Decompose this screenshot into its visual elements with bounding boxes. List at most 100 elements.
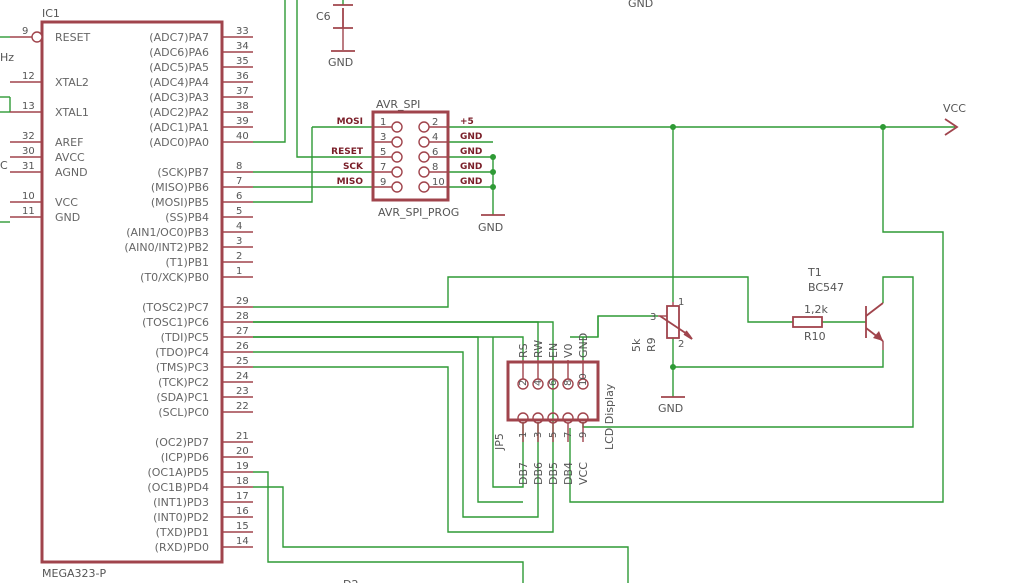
ic1-right-pin-number: 7: [236, 176, 242, 187]
jp5-top-num: 4: [533, 380, 544, 386]
ic1-right-pin-label: (ADC2)PA2: [149, 106, 209, 119]
spi-net-label: GND: [460, 177, 482, 187]
jp5-top-num: 8: [563, 380, 574, 386]
jp5-bottom-num: 5: [548, 432, 559, 438]
r9-pin3: 3: [650, 312, 656, 323]
ic1-left-pin-number: 31: [22, 161, 35, 172]
jp5-top-label: EN: [547, 343, 560, 358]
cut-label-d2: D2: [343, 578, 358, 583]
ic1-right-pin-number: 37: [236, 86, 249, 97]
ic1-right-pin-number: 27: [236, 326, 249, 337]
jp5-bottom-label: DB5: [547, 462, 560, 485]
ic1-right-pin-label: (TDI)PC5: [161, 331, 209, 344]
vcc-label: VCC: [943, 102, 966, 115]
spi-pin-number: 10: [432, 177, 445, 188]
ic1-right-pin-number: 20: [236, 446, 249, 457]
ic1-right-pin-label: (AIN1/OC0)PB3: [126, 226, 209, 239]
avr-spi-header: AVR_SPI AVR_SPI_PROG 1MOSI35RESET7SCK9MI…: [331, 98, 505, 234]
spi-net-label: GND: [460, 147, 482, 157]
spi-pin-number: 5: [380, 147, 386, 158]
spi-pin-number: 2: [432, 117, 438, 128]
jp5-bottom-num: 9: [578, 432, 589, 438]
ic1-right-pin-label: (SCL)PC0: [158, 406, 209, 419]
r9-name: R9: [645, 337, 658, 352]
spi-pin-number: 1: [380, 117, 386, 128]
spi-pad: [418, 136, 430, 148]
ic1-left-pin-number: 30: [22, 146, 35, 157]
ic1-body: [40, 20, 224, 564]
ic1-right-pin-label: (TDO)PC4: [155, 346, 209, 359]
ic1-right-pin-label: (T0/XCK)PB0: [140, 271, 209, 284]
jp5-top-num: 6: [548, 380, 559, 386]
jp5-top-num: 2: [518, 380, 529, 386]
ic1-right-pin-label: (ADC7)PA7: [149, 31, 209, 44]
spi-net-label: RESET: [331, 147, 364, 157]
ic1-right-pin-label: (INT0)PD2: [153, 511, 209, 524]
ic1-right-pin-label: (ADC0)PA0: [149, 136, 209, 149]
r9-gnd: GND: [658, 402, 683, 415]
spi-pin-number: 3: [380, 132, 386, 143]
ic1-right-pin-label: (MISO)PB6: [151, 181, 209, 194]
avr-spi-body: [371, 110, 450, 202]
ic1-right-pin-number: 26: [236, 341, 249, 352]
ic1-left-pin-label: XTAL1: [55, 106, 89, 119]
jp5-bottom-label: DB4: [562, 462, 575, 485]
ic1-right-pins: 33(ADC7)PA734(ADC6)PA635(ADC5)PA536(ADC4…: [124, 26, 253, 554]
vcc-supply: VCC: [670, 102, 966, 136]
ic1-right-pin-label: (MOSI)PB5: [151, 196, 209, 209]
ic1-right-pin-label: (SCK)PB7: [157, 166, 209, 179]
ic1-right-pin-number: 34: [236, 41, 249, 52]
ic1-right-pin-number: 2: [236, 251, 242, 262]
spi-pin-number: 8: [432, 162, 438, 173]
ic1-right-pin-number: 6: [236, 191, 242, 202]
potentiometer-r9: 1 2 3 5k R9 GND: [630, 297, 693, 415]
jp5-bottom-label: DB6: [532, 462, 545, 485]
spi-net-label: GND: [460, 162, 482, 172]
ic1-right-pin-number: 14: [236, 536, 249, 547]
junction-dot: [490, 154, 496, 160]
ic1-right-pin-number: 25: [236, 356, 249, 367]
jp5-bottom-label: VCC: [577, 462, 590, 485]
junction-dot: [880, 124, 886, 130]
avr-spi-gnd: GND: [478, 221, 503, 234]
spi-net-label: GND: [460, 132, 482, 142]
spi-pad: [418, 151, 430, 163]
jp5-top-label: V0: [562, 343, 575, 358]
ic1-right-pin-number: 40: [236, 131, 249, 142]
ic1-left-pin-number: 13: [22, 101, 35, 112]
ic1-right-pin-number: 1: [236, 266, 242, 277]
c6-name: C6: [316, 10, 331, 23]
ic1-right-pin-label: (ADC1)PA1: [149, 121, 209, 134]
ic1-right-pin-number: 21: [236, 431, 249, 442]
spi-pad: [391, 136, 403, 148]
ic1-right-pin-label: (OC1A)PD5: [147, 466, 209, 479]
spi-pin-number: 7: [380, 162, 386, 173]
junction-dot: [670, 124, 676, 130]
t1-name: T1: [807, 266, 822, 279]
resistor-r10: 1,2k R10: [792, 303, 828, 343]
reset-inverter-bubble: [31, 31, 43, 43]
ic1-right-pin-number: 3: [236, 236, 242, 247]
ic1-right-pin-label: (TOSC1)PC6: [142, 316, 209, 329]
spi-net-label: MOSI: [337, 117, 363, 127]
ic1-right-pin-label: (ADC4)PA4: [149, 76, 209, 89]
cut-label-hz: Hz: [0, 51, 14, 64]
r9-pin1: 1: [678, 297, 684, 308]
ic1-value: MEGA323-P: [42, 567, 106, 580]
ic1-left-pin-label: GND: [55, 211, 80, 224]
jp5-top-num: 10: [578, 373, 589, 386]
ic1-right-pin-number: 15: [236, 521, 249, 532]
spi-pad: [418, 121, 430, 133]
spi-pin-number: 6: [432, 147, 438, 158]
ic1-right-pin-label: (T1)PB1: [166, 256, 209, 269]
ic1-right-pin-label: (TMS)PC3: [156, 361, 209, 374]
ic1-left-pin-number: 12: [22, 71, 35, 82]
junction-dot: [670, 364, 676, 370]
cut-label-c: C: [0, 159, 8, 172]
junction-dot: [490, 184, 496, 190]
spi-pad: [391, 121, 403, 133]
